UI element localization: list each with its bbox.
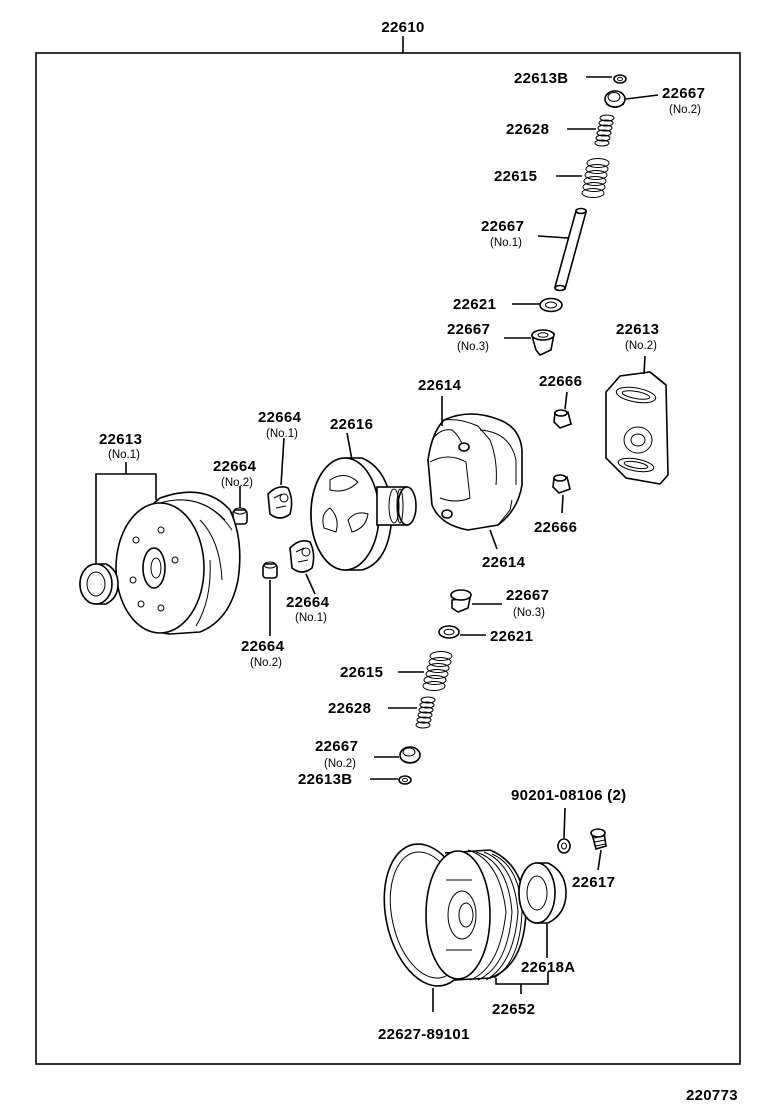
label-22666-upper: 22666 [539, 373, 582, 390]
label-22664-no2-lower: 22664 [241, 638, 285, 655]
label-22627-89101: 22627-89101 [378, 1026, 470, 1043]
pin-22666-lower: 22666 [534, 474, 577, 536]
label-22664-no1-lower-sub: (No.1) [295, 612, 327, 624]
label-22664-no2-upper: 22664 [213, 458, 257, 475]
label-22621-bottom: 22621 [490, 628, 533, 645]
figure-number: 220773 [686, 1087, 738, 1104]
label-22613-no2-right: 22613 [616, 321, 659, 338]
label-22667-no2-bottom: 22667 [315, 738, 358, 755]
label-22613-no1-left-sub: (No.1) [108, 449, 140, 461]
label-22615-top: 22615 [494, 168, 537, 185]
assembly-frame: 22610 [35, 19, 741, 1065]
cam-ring-22614: 22614 22614 [418, 377, 526, 571]
label-22615-bottom: 22615 [340, 664, 383, 681]
label-22628-top: 22628 [506, 121, 549, 138]
vane-22664-no2-lower: 22664 (No.2) [241, 561, 285, 669]
label-22667-no2-top-sub: (No.2) [669, 104, 701, 116]
label-22614-lower: 22614 [482, 554, 526, 571]
label-22667-no3-top: 22667 [447, 321, 490, 338]
label-22613B-top: 22613B [514, 70, 568, 87]
label-22628-bottom: 22628 [328, 700, 371, 717]
bottom-valve-stack: 22667 (No.3) 22621 22615 22628 [298, 587, 549, 788]
label-22667-no1-mid-sub: (No.1) [490, 237, 522, 249]
vane-22664-no1-upper: 22664 (No.1) [258, 409, 302, 519]
label-22613B-bottom: 22613B [298, 771, 352, 788]
label-22667-no3-bottom: 22667 [506, 587, 549, 604]
label-22664-no2-lower-sub: (No.2) [250, 657, 282, 669]
pin-22666-upper: 22666 [539, 373, 582, 429]
label-22667-no2-bottom-sub: (No.2) [324, 758, 356, 770]
label-22664-no2-upper-sub: (No.2) [221, 477, 253, 489]
label-22664-no1-upper: 22664 [258, 409, 302, 426]
rotor-22616: 22616 [310, 416, 417, 571]
label-90201-08106: 90201-08106 (2) [511, 787, 626, 804]
label-22667-no3-bottom-sub: (No.3) [513, 607, 545, 619]
label-22667-no3-top-sub: (No.3) [457, 341, 489, 353]
side-plate-no2: 22613 (No.2) [605, 321, 669, 485]
label-22613-no1-left: 22613 [99, 431, 142, 448]
label-22616: 22616 [330, 416, 373, 433]
label-22621-top: 22621 [453, 296, 496, 313]
label-22613-no2-right-sub: (No.2) [625, 340, 657, 352]
label-22652: 22652 [492, 1001, 535, 1018]
label-22617: 22617 [572, 874, 615, 891]
label-22618A: 22618A [521, 959, 575, 976]
bolt-90201-08106: 90201-08106 (2) [511, 787, 626, 854]
label-22614-upper: 22614 [418, 377, 462, 394]
label-22666-lower: 22666 [534, 519, 577, 536]
top-valve-stack: 22613B 22667 (No.2) 22628 22615 [447, 70, 705, 356]
vane-22664-no2-upper: 22664 (No.2) [213, 458, 257, 525]
label-22664-no1-lower: 22664 [286, 594, 330, 611]
assembly-number-label: 22610 [381, 19, 424, 36]
bolt-22617: 22617 [572, 828, 615, 891]
front-housing-22613-no1: 22613 (No.1) [79, 431, 241, 635]
label-22664-no1-upper-sub: (No.1) [266, 428, 298, 440]
label-22667-no1-mid: 22667 [481, 218, 524, 235]
pulley-assembly: 22618A 22652 22627-89101 [378, 843, 575, 1043]
label-22667-no2-top: 22667 [662, 85, 705, 102]
vane-22664-no1-lower: 22664 (No.1) [286, 540, 330, 624]
